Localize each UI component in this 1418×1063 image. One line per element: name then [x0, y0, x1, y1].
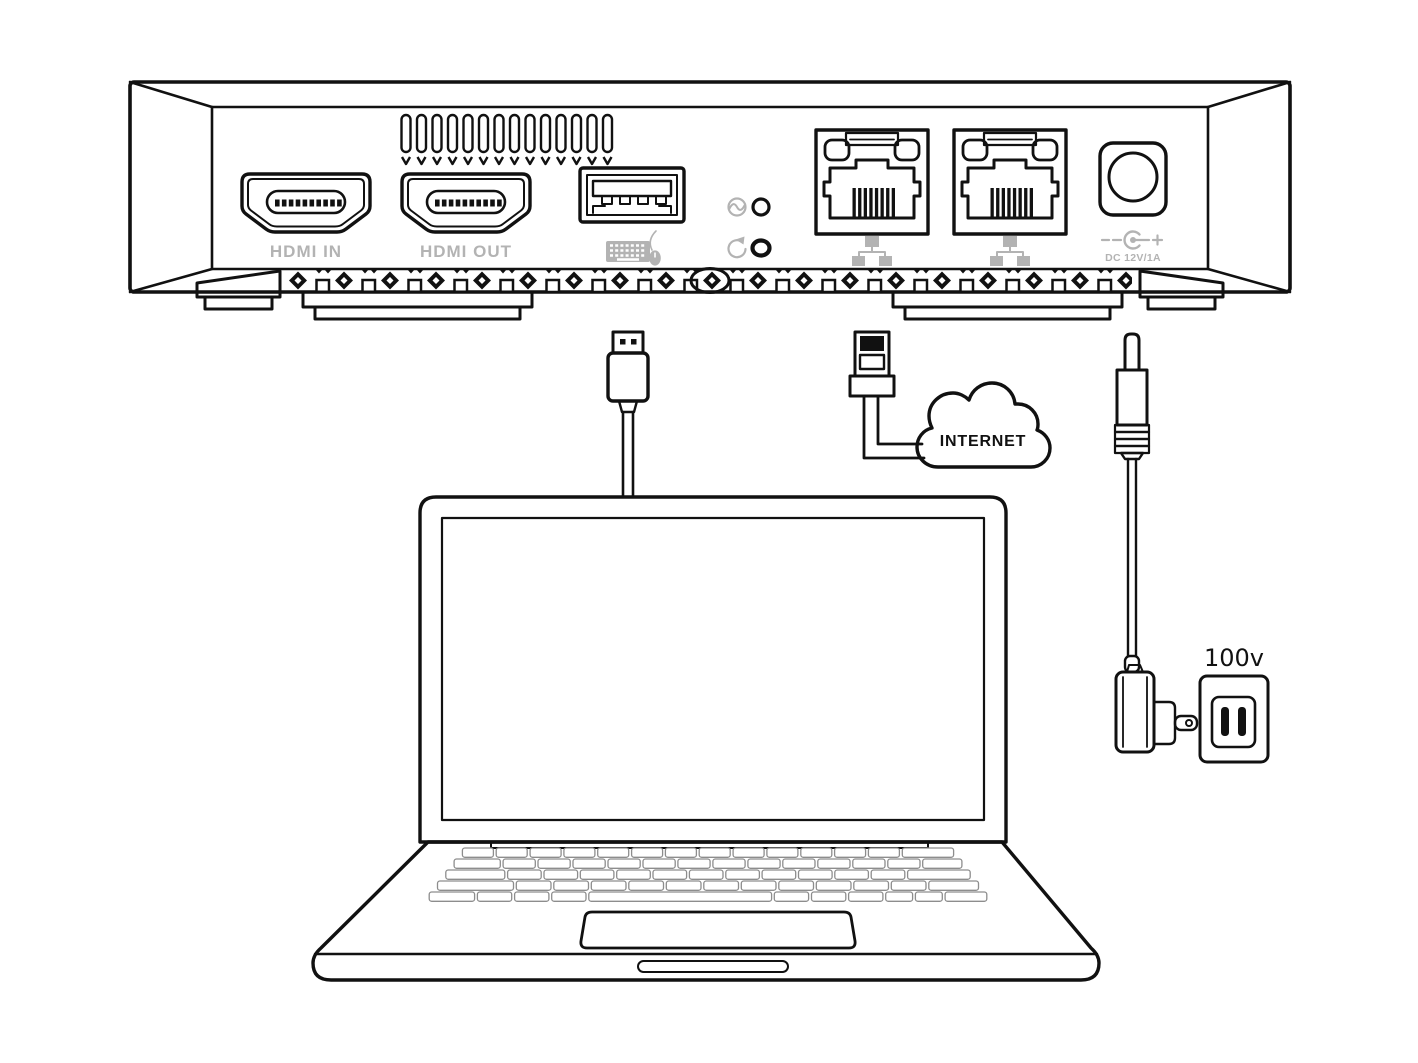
reset-button [727, 236, 772, 259]
laptop-latch [637, 960, 789, 973]
hdmi-in-port: HDMI IN [240, 172, 372, 261]
status-led [727, 197, 771, 217]
device-rear-panel: HDMI IN HDMI OUT [128, 80, 1292, 321]
reset-arrow-icon [727, 236, 747, 259]
ethernet-port-1 [814, 128, 930, 267]
vent-pattern-strip [286, 267, 1132, 294]
dc-polarity-icon [1100, 230, 1164, 250]
internet-cloud: INTERNET [915, 381, 1052, 469]
laptop-screen [440, 516, 986, 822]
laptop-trackpad [579, 910, 857, 950]
ethernet-cable [848, 330, 926, 460]
vent-slots [400, 113, 614, 166]
dc-power-jack: DC 12V/1A [1098, 141, 1168, 264]
usb-port [578, 166, 686, 224]
laptop [311, 495, 1101, 982]
dc-power-label: DC 12V/1A [1105, 252, 1161, 264]
power-adapter [1113, 332, 1199, 754]
lan-icon [851, 235, 893, 267]
laptop-lid [418, 495, 1008, 844]
laptop-hinge [490, 841, 929, 849]
lan-icon [989, 235, 1031, 267]
status-wave-icon [727, 197, 747, 217]
power-plug-prong [1152, 700, 1199, 746]
laptop-keyboard-keys [428, 847, 988, 902]
laptop-base [311, 840, 1101, 982]
keyboard-mouse-icon [606, 230, 661, 266]
hdmi-out-label: HDMI OUT [420, 242, 512, 261]
internet-label: INTERNET [940, 433, 1026, 450]
hdmi-in-label: HDMI IN [270, 242, 342, 261]
ethernet-port-2 [952, 128, 1068, 267]
device-feet [195, 269, 1225, 321]
wall-outlet: 100v [1198, 644, 1270, 764]
outlet-voltage-label: 100v [1204, 644, 1264, 672]
hdmi-out-port: HDMI OUT [400, 172, 532, 261]
usb-cable [606, 330, 650, 499]
